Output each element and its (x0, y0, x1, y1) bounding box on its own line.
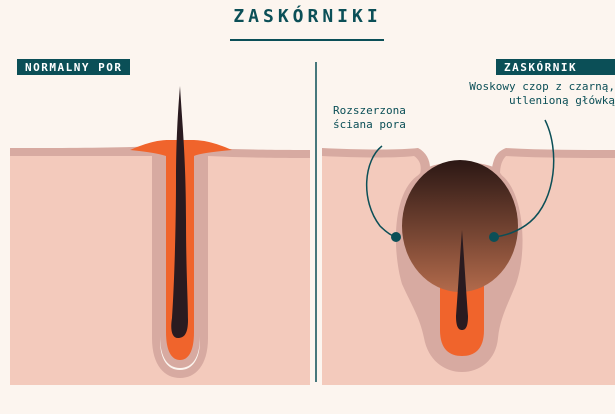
callout-dilated-wall: Rozszerzona ściana pora (333, 104, 406, 132)
callout-dot-plug (489, 232, 499, 242)
callout-dot-wall (391, 232, 401, 242)
callout-waxy-plug: Woskowy czop z czarną, utlenioną główką (405, 80, 615, 108)
normal-pore-illustration (10, 86, 310, 385)
